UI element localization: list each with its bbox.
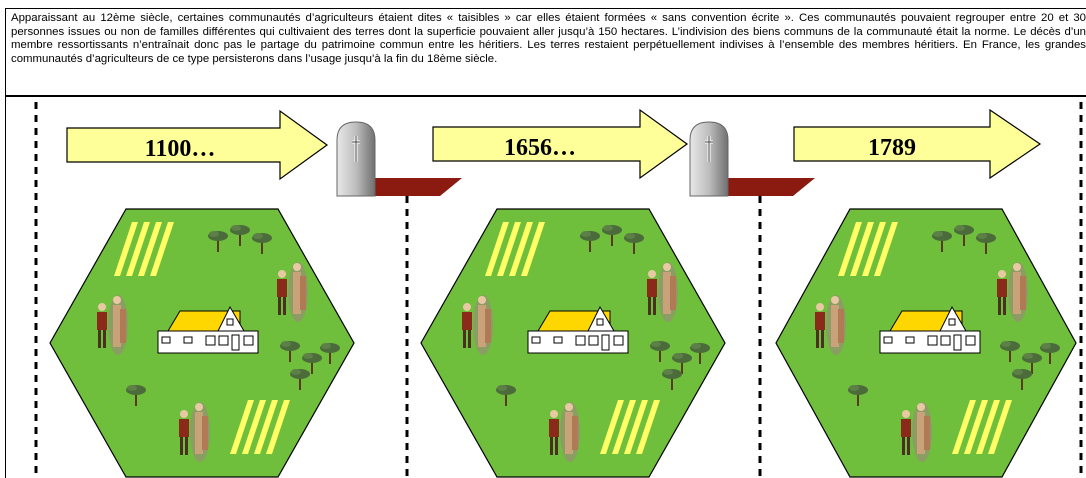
arrow-1100-label: 1100… [145,136,216,162]
arrow-1656-label: 1656… [504,135,576,161]
arrow-1789-label: 1789 [868,135,916,161]
tombstone-cross-icon [689,121,815,197]
arrow-1100: 1100… [66,109,329,181]
arrow-1789: 1789 [793,108,1042,180]
community-hexagon-3 [775,208,1077,478]
community-hexagon-2 [420,208,726,478]
arrow-1656: 1656… [432,108,689,180]
timeline-panel [5,96,1086,478]
community-hexagon-1 [49,208,355,478]
tombstone-cross-icon [336,121,462,197]
description-text: Apparaissant au 12ème siècle, certaines … [5,8,1086,96]
